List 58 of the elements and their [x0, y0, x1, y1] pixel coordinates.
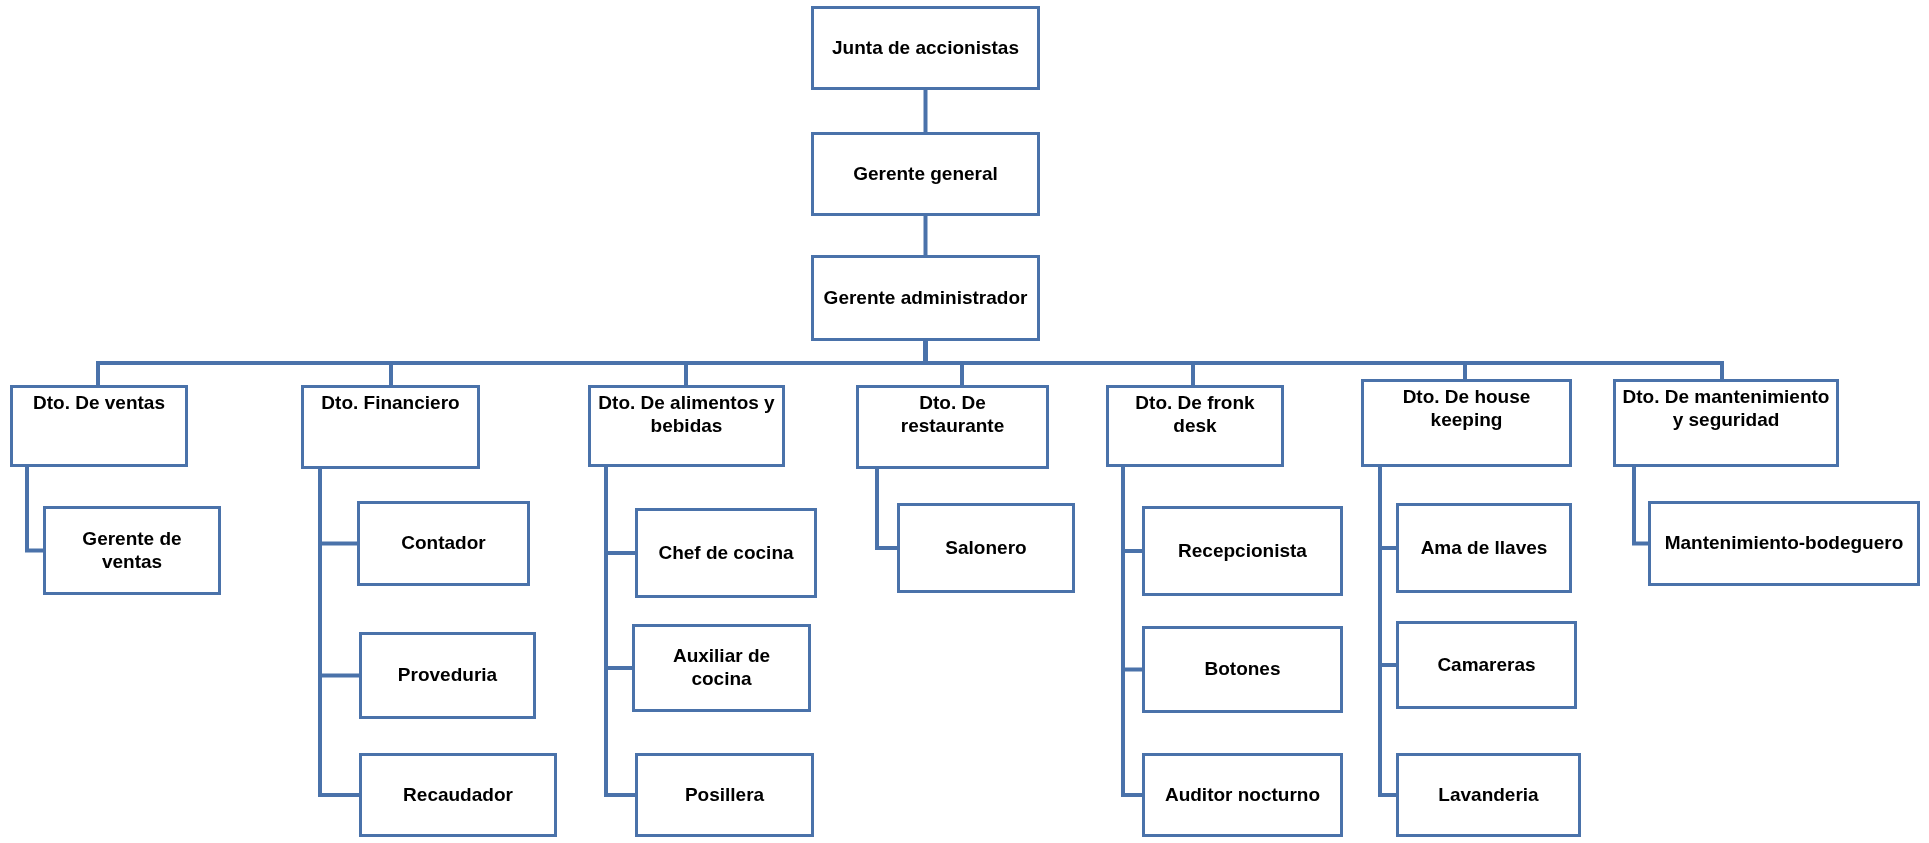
org-box [811, 255, 1040, 341]
box-label: Dto. De mantenimiento y seguridad [1622, 386, 1830, 432]
box-label: Dto. De alimentos y bebidas [597, 392, 776, 438]
org-box [635, 753, 814, 837]
box-label: Gerente de ventas [81, 527, 183, 574]
box-label: Proveduria [397, 664, 498, 687]
org-box [897, 503, 1075, 593]
connector-line [1632, 467, 1648, 546]
box-label: Camareras [1437, 653, 1536, 677]
org-box [1396, 753, 1581, 837]
box-label: Dto. Financiero [321, 392, 460, 415]
box-label: Dto. De restaurante [899, 392, 1006, 438]
org-box [1142, 626, 1343, 713]
connector-line [923, 216, 928, 255]
org-box [1613, 379, 1839, 467]
box-label: Recepcionista [1178, 539, 1307, 563]
org-box [10, 385, 188, 467]
org-box [1396, 621, 1577, 709]
org-box [301, 385, 480, 469]
box-label: Chef de cocina [658, 541, 794, 565]
connector-line [1121, 467, 1142, 797]
box-label: Dto. De house keeping [1401, 386, 1532, 432]
box-label: Contador [401, 532, 486, 555]
org-box [359, 753, 557, 837]
org-box [1142, 506, 1343, 596]
org-box [811, 132, 1040, 216]
org-box [1361, 379, 1572, 467]
org-box [856, 385, 1049, 469]
box-label: Salonero [945, 536, 1027, 560]
org-box [359, 632, 536, 719]
connector-line [875, 469, 897, 550]
org-box [1648, 501, 1920, 586]
box-label: Lavanderia [1438, 783, 1539, 807]
connector-line [25, 467, 43, 553]
box-label: Dto. De ventas [33, 392, 165, 415]
box-label: Botones [1204, 658, 1281, 681]
box-label: Gerente general [853, 162, 998, 186]
org-box [1142, 753, 1343, 837]
connector-line [318, 469, 359, 797]
connector-line [923, 90, 928, 132]
box-label: Gerente administrador [823, 286, 1028, 310]
org-box [588, 385, 785, 467]
box-label: Dto. De fronk desk [1134, 392, 1256, 438]
org-box [1106, 385, 1284, 467]
box-label: Junta de accionistas [832, 36, 1019, 60]
box-label: Mantenimiento-bodeguero [1664, 532, 1904, 555]
org-box [1396, 503, 1572, 593]
org-box [357, 501, 530, 586]
org-box [632, 624, 811, 712]
box-label: Posillera [684, 783, 765, 807]
box-label: Auditor nocturno [1164, 783, 1321, 807]
box-label: Recaudador [403, 783, 513, 807]
org-box [811, 6, 1040, 90]
connector-line [1378, 467, 1396, 797]
box-label: Ama de llaves [1420, 536, 1548, 560]
box-label: Auxiliar de cocina [671, 645, 772, 691]
org-box [635, 508, 817, 598]
org-box [43, 506, 221, 595]
